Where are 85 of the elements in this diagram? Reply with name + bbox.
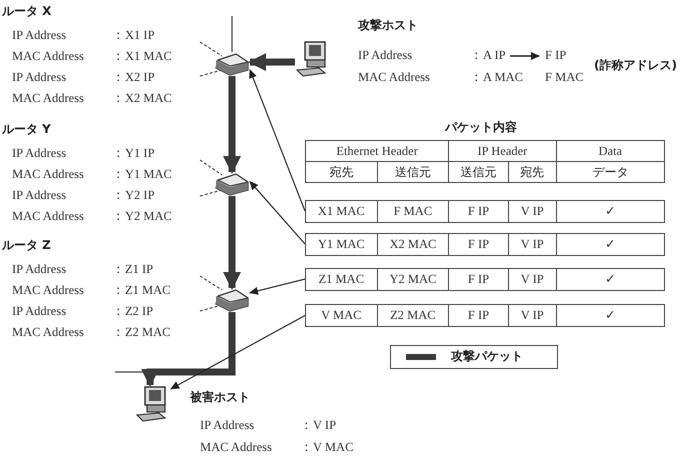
table-cell-text: ✓ [604,271,617,288]
address-text: IP Address [12,304,66,319]
address-text: F MAC [545,70,584,85]
address-text: IP Address [12,70,66,85]
table-cell: F IP [449,305,509,326]
address-text: ：V MAC [300,440,354,455]
table-cell: X1 MAC [306,201,378,222]
address-text: IP Address [12,146,66,161]
address-text: ：Z1 MAC [112,283,170,298]
table-cell: 宛先 [306,162,378,182]
address-text: ：X1 MAC [112,49,172,64]
table-cell: V MAC [306,305,378,326]
address-text: ：Z2 MAC [112,325,170,340]
thick-arrow [141,312,236,387]
address-text: MAC Address [12,49,84,64]
address-text: MAC Address [12,209,84,224]
thick-arrow [248,53,295,72]
address-text: ：A IP [470,48,506,63]
address-text: ：Y2 IP [112,188,155,203]
host-title: ルータ X [2,4,52,19]
address-text: IP Address [12,262,66,277]
address-text: ：Y1 IP [112,146,155,161]
packet-row [305,304,665,327]
table-cell: V IP [508,201,557,222]
leader-arrow [249,69,306,212]
packet-row [305,233,665,256]
leader-arrow [249,180,306,244]
table-cell: 送信元 [449,162,509,182]
table-cell-text: ✓ [604,203,617,220]
address-text: ：V IP [300,418,336,433]
address-text: MAC Address [12,283,84,298]
table-title: パケット内容 [445,120,517,135]
address-text: IP Address [12,28,66,43]
table-cell: IP Header [449,141,557,161]
address-text: MAC Address [12,167,84,182]
address-text: ：Y2 MAC [112,209,172,224]
table-cell: 送信元 [378,162,450,182]
router-icon [214,172,250,196]
table-cell-text: ✓ [604,307,617,324]
leader-arrow [249,278,306,295]
table-cell: Z1 MAC [306,269,378,290]
address-text: MAC Address [200,440,272,455]
address-text: MAC Address [12,325,84,340]
address-text: F IP [545,48,566,63]
table-cell-text: ✓ [604,236,617,253]
address-text: IP Address [358,48,412,63]
table-cell: F IP [449,269,509,290]
address-text: ：X2 MAC [112,91,172,106]
packet-row [305,200,665,223]
table-cell: V IP [508,305,557,326]
legend-text: 攻撃パケット [451,349,523,364]
table-cell: 宛先 [508,162,557,182]
address-text: ：Y1 MAC [112,167,172,182]
table-cell: F IP [449,201,509,222]
address-text: MAC Address [12,91,84,106]
thick-arrow [223,76,241,174]
address-text: ：Z2 IP [112,304,154,319]
address-text: ：A MAC [470,70,523,85]
address-text: ：X2 IP [112,70,155,85]
table-cell: X2 MAC [378,234,450,255]
table-cell: Z2 MAC [378,305,450,326]
table-cell: V IP [508,234,557,255]
host-title: ルータ Y [2,122,51,137]
table-cell: Y2 MAC [378,269,450,290]
host-title: ルータ Z [2,238,51,253]
address-text: IP Address [12,188,66,203]
table-cell-text: Data [598,143,624,160]
packet-row [305,268,665,291]
thick-arrow [223,196,241,290]
leader-arrow [170,315,306,390]
address-text: IP Address [200,418,254,433]
note-text: (詐称アドレス) [594,58,677,73]
table-cell-text: データ [591,164,630,181]
table-cell: V IP [508,269,557,290]
router-icon [214,288,250,312]
table-cell: F IP [449,234,509,255]
host-title: 被害ホスト [190,390,250,405]
address-text: ：Z1 IP [112,262,154,277]
router-icon [214,52,250,76]
host-title: 攻撃ホスト [358,18,418,33]
address-text: MAC Address [358,70,430,85]
address-text: ：X1 IP [112,28,155,43]
table-cell: Ethernet Header [306,141,450,161]
table-cell: F MAC [378,201,450,222]
table-cell: Y1 MAC [306,234,378,255]
